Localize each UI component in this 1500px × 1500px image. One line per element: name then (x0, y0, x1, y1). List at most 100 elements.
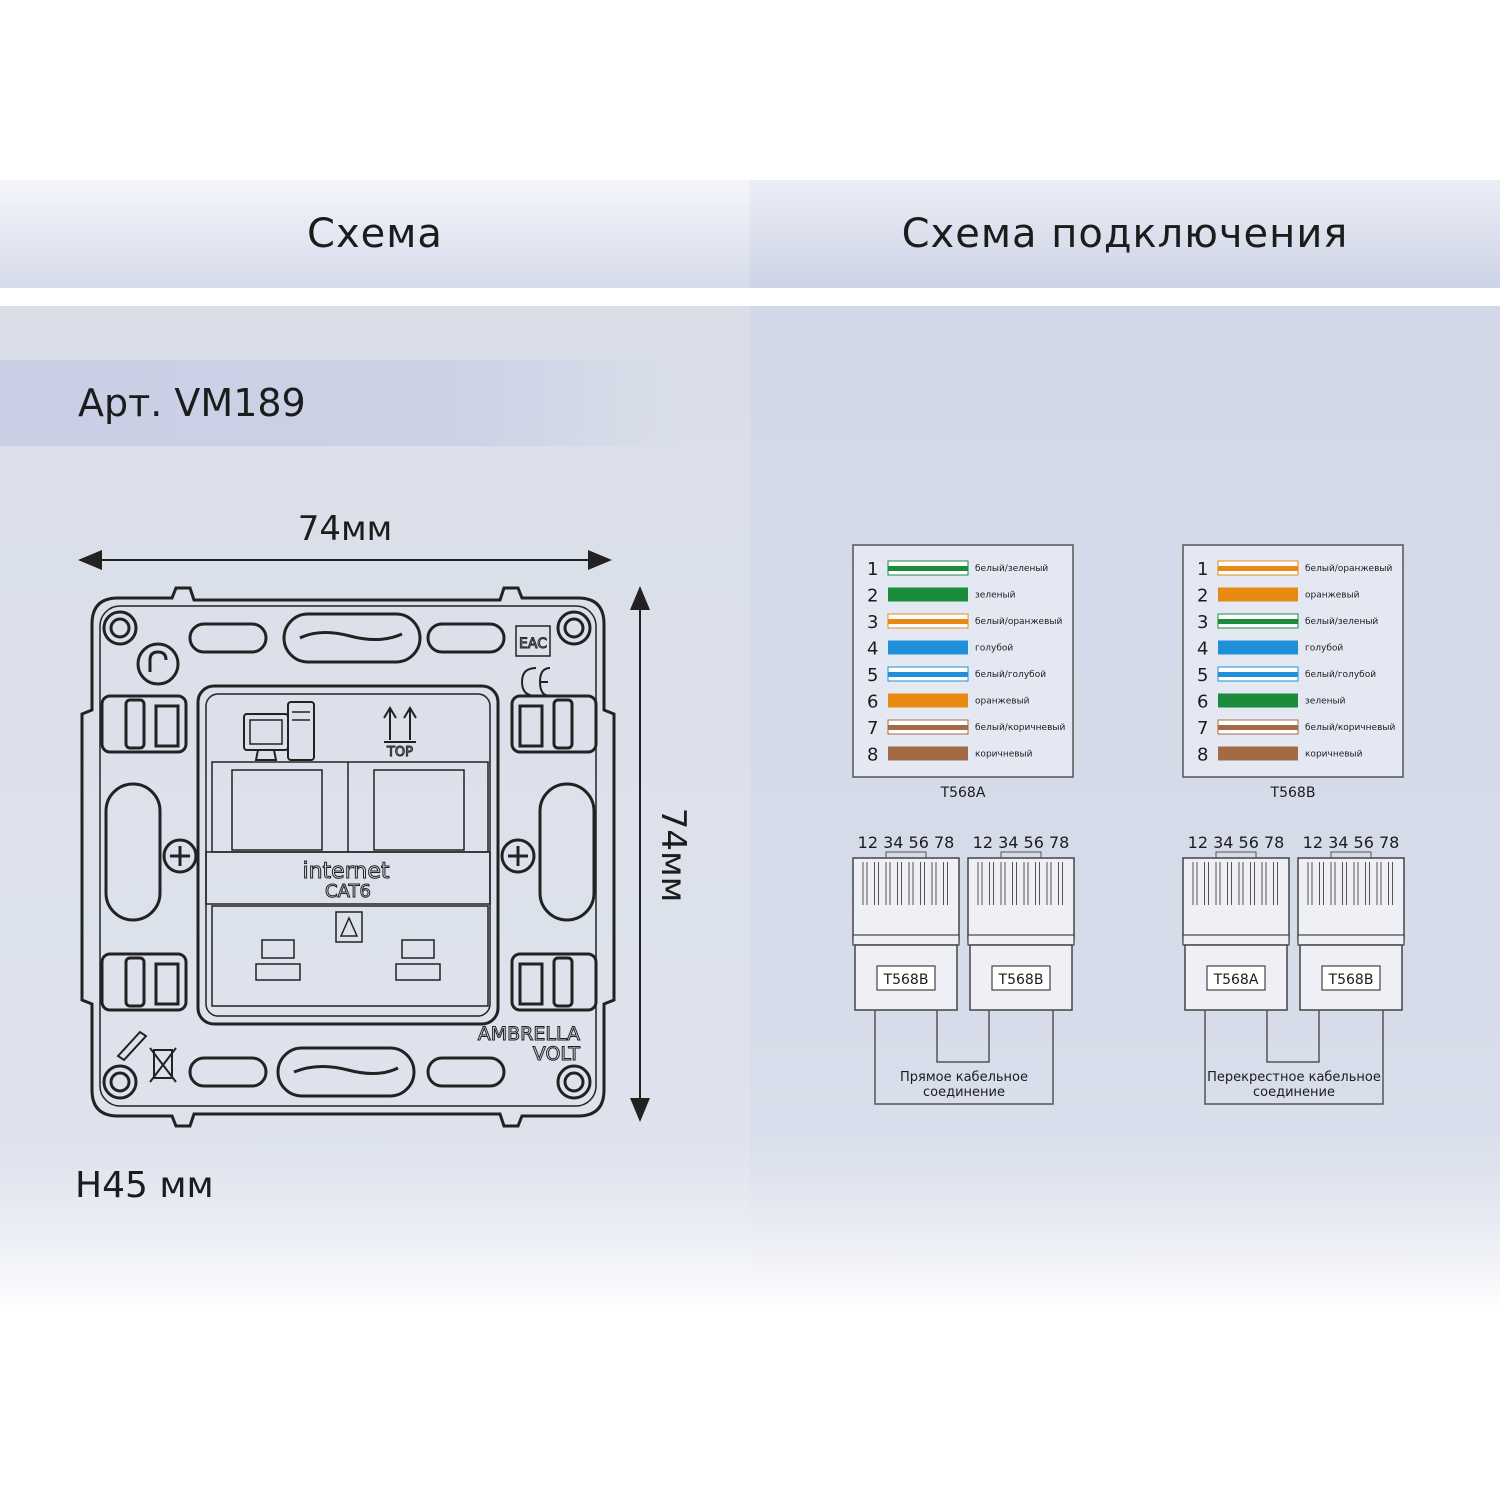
plug-neck (852, 934, 960, 946)
plug-body (1299, 944, 1403, 1011)
plug-pin-numbers: 12 34 56 78 (1303, 833, 1400, 852)
plug-latch (1000, 851, 1042, 859)
wire-label: белый/коричневый (1305, 723, 1395, 733)
plug-neck (1297, 934, 1405, 946)
width-label: 74мм (298, 509, 393, 549)
wire-outline (887, 613, 969, 629)
wire-outline (1217, 666, 1299, 682)
right-panel (750, 306, 1500, 1310)
wire-outline (1217, 613, 1299, 629)
wire-label: оранжевый (1305, 591, 1360, 601)
wire-stripe (888, 619, 968, 624)
wire-bar (1218, 640, 1298, 655)
standard-label: T568A (940, 785, 986, 801)
wire-label: голубой (1305, 644, 1343, 654)
mounting-frame (80, 586, 616, 1128)
height-label: 74мм (653, 808, 693, 903)
connection-caption: Перекрестное кабельное (1207, 1070, 1381, 1085)
plug-standard-box (1321, 965, 1381, 991)
pin-number: 6 (867, 692, 878, 713)
wire-stripe (888, 566, 968, 571)
wire-label: зеленый (975, 591, 1016, 601)
pin-number: 1 (867, 559, 878, 580)
connection-caption: соединение (1253, 1085, 1335, 1100)
pin-number: 3 (1197, 612, 1208, 633)
wire-label: белый/оранжевый (1305, 564, 1393, 574)
pinout-table-t568b (1182, 544, 1404, 778)
wire-stripe (1218, 619, 1298, 624)
wire-outline (1217, 560, 1299, 576)
pin-number: 2 (867, 586, 878, 607)
wire-bar (888, 693, 968, 708)
pin-number: 6 (1197, 692, 1208, 713)
wire-label: белый/голубой (1305, 670, 1376, 680)
connection-caption: соединение (923, 1085, 1005, 1100)
wire-bar (1218, 587, 1298, 602)
cable-loop (1204, 1010, 1384, 1105)
plug-standard-label: T568B (1328, 972, 1374, 988)
wire-bar (1218, 746, 1298, 761)
plug-head (1297, 857, 1405, 941)
device-cat6-text: CAT6 (325, 881, 371, 902)
pin-number: 7 (1197, 718, 1208, 739)
plug-standard-label: T568B (998, 972, 1044, 988)
plug-standard-box (876, 965, 936, 991)
wire-stripe (1218, 725, 1298, 730)
article-label: Арт. VM189 (0, 360, 680, 446)
wire-bar (888, 587, 968, 602)
pin-number: 5 (867, 665, 878, 686)
device-top-text: TOP (386, 745, 413, 760)
plug-standard-box (1206, 965, 1266, 991)
pin-number: 4 (1197, 639, 1208, 660)
cable-inner (1266, 1010, 1320, 1063)
header-scheme: Схема (0, 180, 750, 288)
wire-label: белый/коричневый (975, 723, 1065, 733)
plug-neck (967, 934, 1075, 946)
pin-number: 4 (867, 639, 878, 660)
connection-caption: Прямое кабельное (900, 1070, 1028, 1085)
device-internet-text: internet (303, 859, 390, 884)
plug-body (1184, 944, 1288, 1011)
eac-mark: EAC (519, 636, 547, 652)
wire-stripe (888, 672, 968, 677)
wire-label: коричневый (975, 750, 1033, 760)
plug-pin-numbers: 12 34 56 78 (1188, 833, 1285, 852)
wire-label: белый/зеленый (1305, 617, 1378, 627)
plug-neck (1182, 934, 1290, 946)
pinout-table-t568a (852, 544, 1074, 778)
wire-label: коричневый (1305, 750, 1363, 760)
wire-bar (888, 746, 968, 761)
plug-latch (885, 851, 927, 859)
plug-head (1182, 857, 1290, 941)
wire-label: оранжевый (975, 697, 1030, 707)
plug-pin-numbers: 12 34 56 78 (858, 833, 955, 852)
plug-standard-label: T568B (883, 972, 929, 988)
plug-latch (1215, 851, 1257, 859)
plug-latch (1330, 851, 1372, 859)
wire-label: белый/зеленый (975, 564, 1048, 574)
wire-stripe (1218, 672, 1298, 677)
device-drawing: 74мм 74мм (78, 509, 693, 1128)
pin-number: 5 (1197, 665, 1208, 686)
wire-label: белый/оранжевый (975, 617, 1063, 627)
brand-line1: AMBRELLA (478, 1023, 580, 1045)
brand-line2: VOLT (533, 1043, 581, 1065)
cable-loop (874, 1010, 1054, 1105)
wire-label: белый/голубой (975, 670, 1046, 680)
cable-inner (936, 1010, 990, 1063)
wire-outline (887, 560, 969, 576)
wire-bar (888, 640, 968, 655)
divider (0, 288, 1500, 306)
pin-number: 8 (1197, 745, 1208, 766)
pin-number: 7 (867, 718, 878, 739)
standard-label: T568B (1270, 785, 1316, 801)
wire-outline (887, 666, 969, 682)
wire-label: зеленый (1305, 697, 1346, 707)
plug-pin-numbers: 12 34 56 78 (973, 833, 1070, 852)
plug-standard-label: T568A (1213, 972, 1259, 988)
pin-number: 2 (1197, 586, 1208, 607)
wire-outline (1217, 719, 1299, 735)
wire-stripe (888, 725, 968, 730)
pin-number: 1 (1197, 559, 1208, 580)
